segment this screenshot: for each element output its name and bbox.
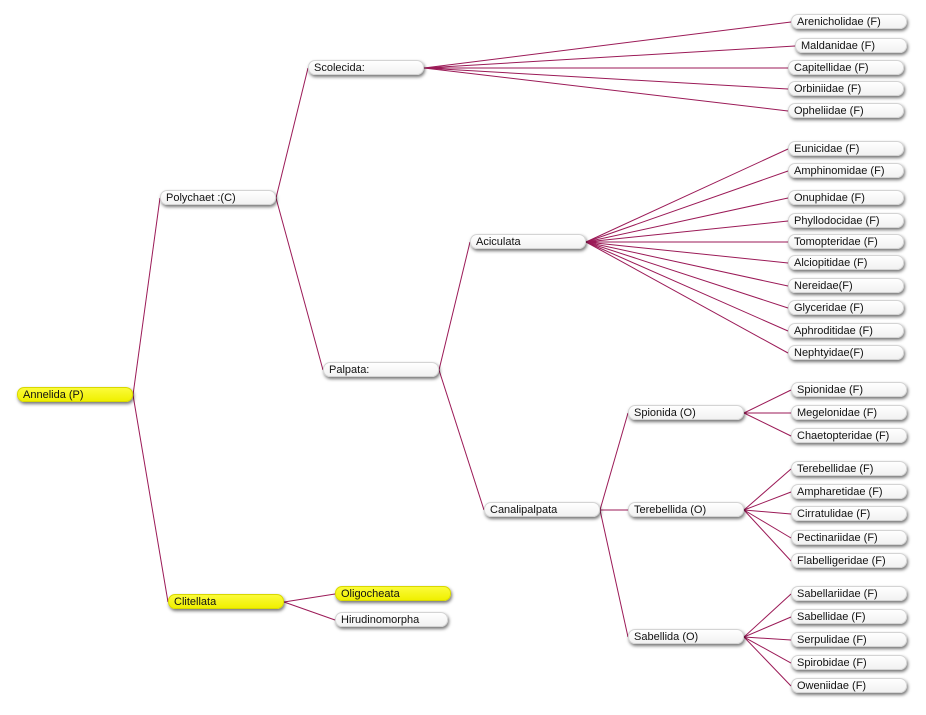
family-node[interactable]: Eunicidae (F) [788, 141, 904, 156]
connector-line [599, 412, 629, 511]
family-node[interactable]: Sabellidae (F) [791, 609, 907, 624]
connector-line [423, 21, 792, 69]
connector-line [743, 412, 792, 437]
connector-line [585, 241, 789, 309]
node-scolecida[interactable]: Scolecida: [308, 60, 424, 75]
node-canalipalpata[interactable]: Canalipalpata [484, 502, 600, 517]
connector-line [585, 148, 789, 243]
connector-line [275, 197, 324, 371]
family-node[interactable]: Pectinariidae (F) [791, 530, 907, 545]
node-palpata[interactable]: Palpata: [323, 362, 439, 377]
family-node[interactable]: Alciopitidae (F) [788, 255, 904, 270]
family-node[interactable]: Flabelligeridae (F) [791, 553, 907, 568]
connector-line [132, 197, 161, 396]
connector-line [743, 636, 792, 641]
connector-line [585, 241, 789, 287]
connector-line [743, 491, 792, 511]
connector-line [132, 394, 169, 603]
family-node[interactable]: Ampharetidae (F) [791, 484, 907, 499]
connector-line [275, 67, 309, 199]
connector-line [743, 509, 792, 539]
connector-line [743, 636, 792, 664]
node-sabellida[interactable]: Sabellida (O) [628, 629, 744, 644]
node-clitellata[interactable]: Clitellata [168, 594, 284, 609]
connector-line [743, 616, 792, 638]
connector-line [423, 67, 789, 90]
family-node[interactable]: Onuphidae (F) [788, 190, 904, 205]
family-node[interactable]: Chaetopteridae (F) [791, 428, 907, 443]
connector-line [743, 389, 792, 414]
family-node[interactable]: Capitellidae (F) [788, 60, 904, 75]
family-node[interactable]: Spirobidae (F) [791, 655, 907, 670]
family-node[interactable]: Maldanidae (F) [795, 38, 907, 53]
node-aciculata[interactable]: Aciculata [470, 234, 586, 249]
connector-line [423, 67, 789, 112]
family-node[interactable]: Aphroditidae (F) [788, 323, 904, 338]
connector-line [585, 241, 789, 332]
family-node[interactable]: Terebellidae (F) [791, 461, 907, 476]
family-node[interactable]: Spionidae (F) [791, 382, 907, 397]
family-node[interactable]: Amphinomidae (F) [788, 163, 904, 178]
connector-line [585, 197, 789, 243]
node-oligocheata[interactable]: Oligocheata [335, 586, 451, 601]
family-node[interactable]: Cirratulidae (F) [791, 506, 907, 521]
connector-line [283, 593, 336, 603]
family-node[interactable]: Orbiniidae (F) [788, 81, 904, 96]
connector-line [585, 170, 789, 243]
family-node[interactable]: Oweniidae (F) [791, 678, 907, 693]
family-node[interactable]: Opheliidae (F) [788, 103, 904, 118]
connector-line [743, 509, 792, 515]
family-node[interactable]: Arenicholidae (F) [791, 14, 907, 29]
connector-line [743, 468, 792, 511]
node-spionida[interactable]: Spionida (O) [628, 405, 744, 420]
connector-line [438, 369, 485, 511]
family-node[interactable]: Nephtyidae(F) [788, 345, 904, 360]
family-node[interactable]: Serpulidae (F) [791, 632, 907, 647]
connector-line [423, 45, 796, 69]
connector-line [585, 220, 789, 243]
connector-line [743, 636, 792, 687]
connector-line [283, 601, 336, 621]
family-node[interactable]: Sabellariidae (F) [791, 586, 907, 601]
connector-line [585, 241, 789, 264]
family-node[interactable]: Phyllodocidae (F) [788, 213, 904, 228]
node-polychaeta[interactable]: Polychaet :(C) [160, 190, 276, 205]
family-node[interactable]: Tomopteridae (F) [788, 234, 904, 249]
connector-line [585, 241, 789, 354]
node-terebellida[interactable]: Terebellida (O) [628, 502, 744, 517]
connector-line [743, 593, 792, 638]
connector-line [743, 509, 792, 562]
family-node[interactable]: Glyceridae (F) [788, 300, 904, 315]
family-node[interactable]: Megelonidae (F) [791, 405, 907, 420]
connector-line [438, 241, 471, 371]
node-hirudinomorpha[interactable]: Hirudinomorpha [335, 612, 448, 627]
connector-line [599, 509, 629, 638]
node-annelida[interactable]: Annelida (P) [17, 387, 133, 402]
family-node[interactable]: Nereidae(F) [788, 278, 904, 293]
